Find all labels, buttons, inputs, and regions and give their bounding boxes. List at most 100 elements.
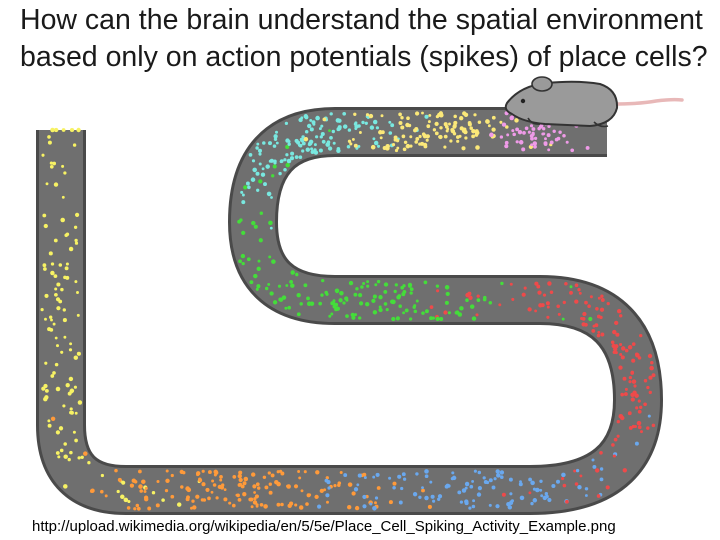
spike-dot [378, 130, 383, 135]
spike-dot [87, 461, 91, 465]
spike-dot [338, 298, 343, 303]
spike-dot [265, 164, 270, 169]
spike-dot [55, 344, 60, 348]
spike-dot [313, 150, 319, 155]
spike-dot [73, 355, 79, 360]
spike-dot [69, 450, 73, 455]
spike-dot [542, 495, 548, 501]
spike-dot [247, 185, 251, 190]
spike-dot [256, 188, 260, 192]
spike-dot [514, 118, 519, 123]
spike-dot [73, 225, 78, 229]
spike-dot [369, 125, 375, 130]
spike-dot [198, 477, 202, 481]
spike-dot [533, 144, 537, 149]
spike-dot [264, 485, 269, 490]
spike-dot [123, 497, 129, 503]
slide-title: How can the brain understand the spatial… [20, 4, 708, 73]
spike-dot [592, 464, 597, 469]
spike-dot [518, 482, 523, 487]
spike-dot [80, 455, 84, 459]
spike-dot [298, 476, 302, 480]
spike-dot [279, 159, 284, 163]
spike-dot [70, 410, 74, 415]
spike-dot [347, 482, 353, 487]
spike-dot [342, 124, 348, 129]
spike-dot [383, 289, 388, 294]
spike-dot [599, 467, 604, 471]
spike-dot [388, 131, 393, 135]
spike-dot [471, 134, 475, 139]
spike-dot [372, 119, 378, 125]
spike-dot [47, 140, 52, 145]
spike-dot [538, 124, 543, 129]
spike-dot [362, 494, 367, 499]
spike-dot [500, 281, 504, 286]
spike-dot [429, 480, 433, 484]
spike-dot [616, 434, 620, 438]
spike-dot [195, 494, 200, 499]
spike-dot [253, 224, 258, 229]
spike-dot [527, 130, 531, 134]
spike-dot [143, 489, 147, 494]
spike-dot [623, 392, 628, 397]
spike-dot [337, 118, 342, 123]
spike-dot [375, 126, 379, 130]
spike-dot [353, 112, 357, 116]
spike-dot [330, 312, 334, 316]
spike-dot [649, 365, 654, 371]
spike-dot [443, 310, 448, 315]
spike-dot [640, 430, 643, 434]
spike-dot [301, 135, 305, 139]
spike-dot [301, 149, 305, 153]
spike-dot [372, 475, 376, 479]
spike-dot [544, 491, 549, 496]
spike-dot [622, 376, 627, 381]
spike-dot [269, 158, 274, 163]
spike-dot [346, 145, 351, 149]
spike-dot [425, 134, 430, 139]
spike-dot [353, 487, 359, 492]
spike-dot [77, 456, 81, 460]
spike-dot [164, 488, 169, 493]
spike-dot [355, 287, 359, 291]
spike-dot [289, 501, 294, 506]
spike-dot [210, 490, 214, 494]
spike-dot [327, 486, 331, 490]
spike-dot [463, 112, 469, 118]
spike-dot [651, 423, 656, 428]
spike-dot [293, 484, 299, 489]
spike-dot [44, 388, 49, 393]
spike-dot [306, 296, 310, 301]
spike-dot [243, 185, 248, 190]
spike-dot [76, 291, 79, 294]
spike-dot [357, 473, 362, 478]
spike-dot [459, 306, 464, 311]
spike-dot [267, 471, 271, 475]
spike-dot [298, 505, 304, 510]
spike-dot [380, 114, 384, 118]
spike-dot [55, 430, 61, 435]
spike-dot [251, 472, 256, 477]
spike-dot [144, 486, 148, 490]
spike-dot [376, 144, 381, 148]
spike-dot [413, 304, 417, 308]
spike-dot [320, 293, 324, 297]
spike-dot [289, 156, 295, 161]
spike-dot [517, 130, 523, 135]
spike-dot [439, 126, 443, 130]
spike-dot [286, 484, 291, 489]
spike-dot [542, 293, 547, 297]
spike-dot [432, 499, 436, 503]
spike-dot [505, 125, 509, 129]
spike-dot [251, 220, 256, 226]
spike-dot [582, 311, 587, 317]
spike-dot [628, 425, 633, 430]
spike-dot [506, 133, 510, 137]
spike-dot [44, 317, 47, 321]
spike-dot [596, 333, 601, 338]
spike-dot [44, 395, 49, 400]
spike-dot [294, 503, 298, 507]
spike-dot [541, 132, 545, 136]
spike-dot [396, 295, 401, 300]
